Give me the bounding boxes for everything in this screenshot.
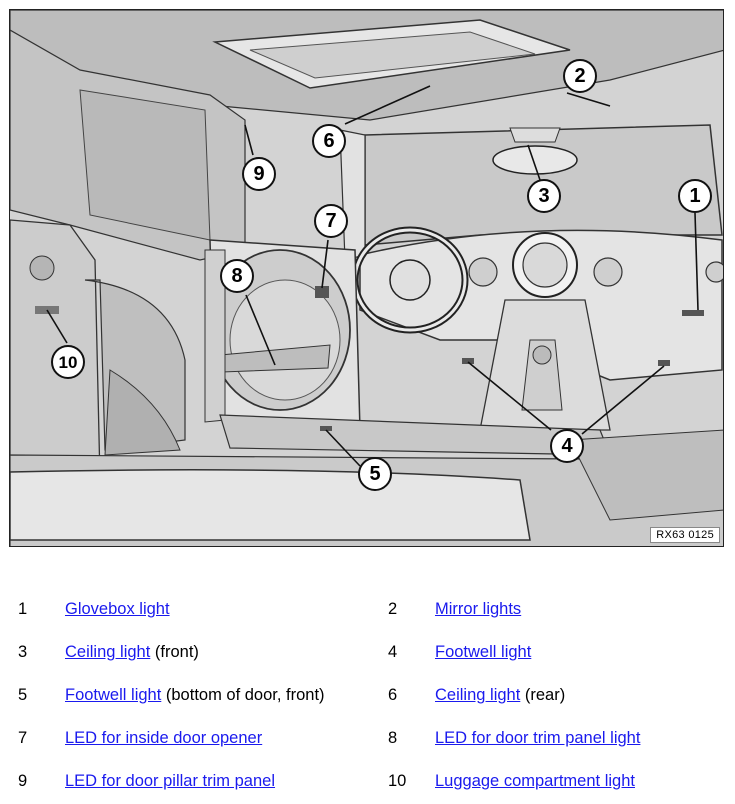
legend-row: 5 Footwell light (bottom of door, front) 6… — [0, 686, 735, 708]
legend-suffix: (bottom of door, front) — [165, 686, 325, 704]
callout-2: 2 — [563, 59, 597, 93]
legend-number: 10 — [388, 772, 407, 790]
legend-link[interactable]: LED for door trim panel light — [435, 729, 641, 747]
legend-number: 6 — [388, 686, 398, 704]
callout-8: 8 — [220, 259, 254, 293]
legend-suffix: (rear) — [524, 686, 566, 704]
legend-number: 2 — [388, 600, 398, 618]
legend-link[interactable]: LED for door pillar trim panel — [65, 772, 276, 790]
legend-suffix: (front) — [154, 643, 199, 661]
legend-description: LED for door trim panel light — [435, 729, 640, 748]
callout-10: 10 — [51, 345, 85, 379]
legend-description: LED for door pillar trim panel — [65, 772, 275, 791]
legend-description: Glovebox light — [65, 600, 170, 619]
legend-row: 1 Glovebox light 2 Mirror lights — [0, 600, 735, 622]
callout-3: 3 — [527, 179, 561, 213]
figure-code: RX63 0125 — [650, 527, 720, 543]
legend-link[interactable]: LED for inside door opener — [65, 729, 263, 747]
legend-link[interactable]: Footwell light — [435, 643, 532, 661]
legend-description: LED for inside door opener — [65, 729, 262, 748]
legend-description: Mirror lights — [435, 600, 521, 619]
legend-description: Ceiling light (front) — [65, 643, 199, 662]
callout-1: 1 — [678, 179, 712, 213]
legend-number: 5 — [18, 686, 28, 704]
legend-description: Footwell light (bottom of door, front) — [65, 686, 325, 705]
legend-description: Luggage compartment light — [435, 772, 635, 791]
car-interior-illustration: 1 2 3 4 5 6 7 8 9 10 RX63 0125 — [9, 9, 724, 547]
callout-6: 6 — [312, 124, 346, 158]
legend-row: 7 LED for inside door opener 8 LED for door… — [0, 729, 735, 751]
legend-link[interactable]: Footwell light — [65, 686, 162, 704]
legend-number: 4 — [388, 643, 398, 661]
callout-4: 4 — [550, 429, 584, 463]
callout-9: 9 — [242, 157, 276, 191]
legend-number: 3 — [18, 643, 28, 661]
legend-link[interactable]: Luggage compartment light — [435, 772, 635, 790]
legend-link[interactable]: Mirror lights — [435, 600, 522, 618]
legend-number: 9 — [18, 772, 28, 790]
legend-description: Ceiling light (rear) — [435, 686, 565, 705]
legend-number: 1 — [18, 600, 28, 618]
legend-link[interactable]: Ceiling light — [65, 643, 151, 661]
legend-row: 9 LED for door pillar trim panel 10 Luggage… — [0, 772, 735, 794]
legend-link[interactable]: Glovebox light — [65, 600, 170, 618]
legend-number: 8 — [388, 729, 398, 747]
callout-5: 5 — [358, 457, 392, 491]
car-interior-drawing — [10, 10, 723, 546]
legend-row: 3 Ceiling light (front) 4 Footwell light — [0, 643, 735, 665]
legend-link[interactable]: Ceiling light — [435, 686, 521, 704]
legend-number: 7 — [18, 729, 28, 747]
legend-description: Footwell light — [435, 643, 531, 662]
callout-7: 7 — [314, 204, 348, 238]
